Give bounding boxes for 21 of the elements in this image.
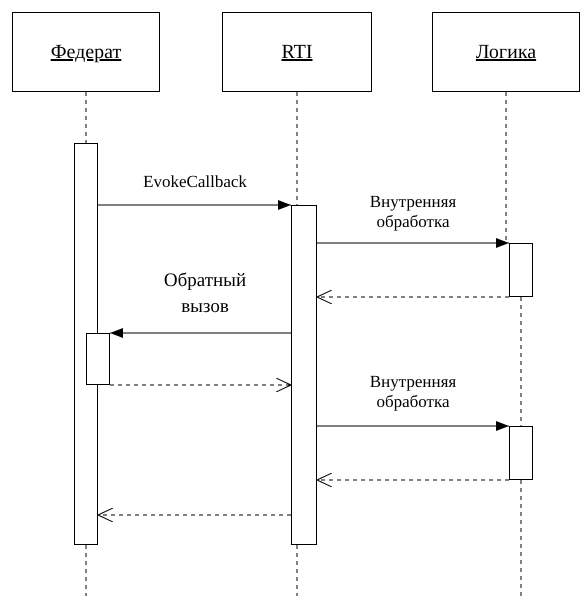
lifeline <box>296 92 298 206</box>
participant-name: Логика <box>476 40 536 64</box>
return-arrow <box>316 290 510 304</box>
message-arrow <box>98 200 292 210</box>
message-arrow <box>316 238 510 248</box>
activation-bar <box>74 143 98 545</box>
activation-bar <box>509 426 533 480</box>
activation-bar <box>291 205 317 545</box>
message-arrow <box>316 421 510 431</box>
return-arrow <box>110 378 292 392</box>
lifeline <box>520 296 522 426</box>
activation-bar <box>86 333 110 385</box>
participant-name: RTI <box>281 40 312 64</box>
activation-bar <box>509 243 533 297</box>
message-arrow <box>110 328 292 338</box>
lifeline-head-box <box>12 12 160 92</box>
lifeline-head-box <box>432 12 580 92</box>
lifeline-head-box <box>222 12 372 92</box>
participant-name: Федерат <box>50 40 122 64</box>
return-arrow <box>98 508 292 522</box>
return-arrow <box>316 472 510 488</box>
